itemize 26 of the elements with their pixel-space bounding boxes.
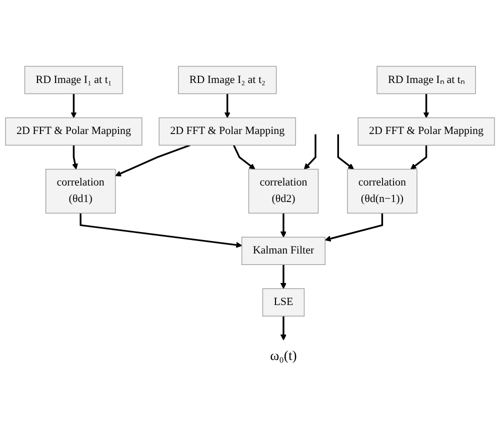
- arrow: [233, 144, 256, 170]
- node-box: correlation (θd(n−1)): [347, 168, 418, 214]
- arrow: [70, 94, 77, 118]
- arrow: [280, 316, 286, 340]
- node-box: RD Image I₁ at t₁: [24, 66, 124, 94]
- node-box: correlation (θd2): [248, 168, 319, 214]
- node-box: RD Image I₂ at t₂: [178, 66, 277, 94]
- arrow: [324, 213, 384, 242]
- node-box: correlation (θd1): [45, 168, 116, 214]
- arrow: [80, 213, 242, 248]
- arrow: [423, 94, 430, 118]
- arrow: [280, 264, 286, 289]
- arrow: [224, 94, 230, 118]
- arrow: [115, 144, 190, 176]
- node-box: 2D FFT & Polar Mapping: [5, 117, 142, 146]
- node-box: Kalman Filter: [242, 236, 326, 265]
- arrow: [304, 134, 316, 170]
- node-box: 2D FFT & Polar Mapping: [158, 117, 296, 146]
- arrow: [410, 145, 428, 170]
- node-box: RD Image Iₙ at tₙ: [376, 66, 476, 94]
- node-box: 2D FFT & Polar Mapping: [358, 117, 495, 146]
- arrow: [72, 145, 78, 170]
- arrow: [337, 134, 354, 170]
- arrow: [280, 213, 286, 238]
- node-text: ω₀(t): [270, 348, 297, 364]
- node-box: LSE: [262, 288, 305, 316]
